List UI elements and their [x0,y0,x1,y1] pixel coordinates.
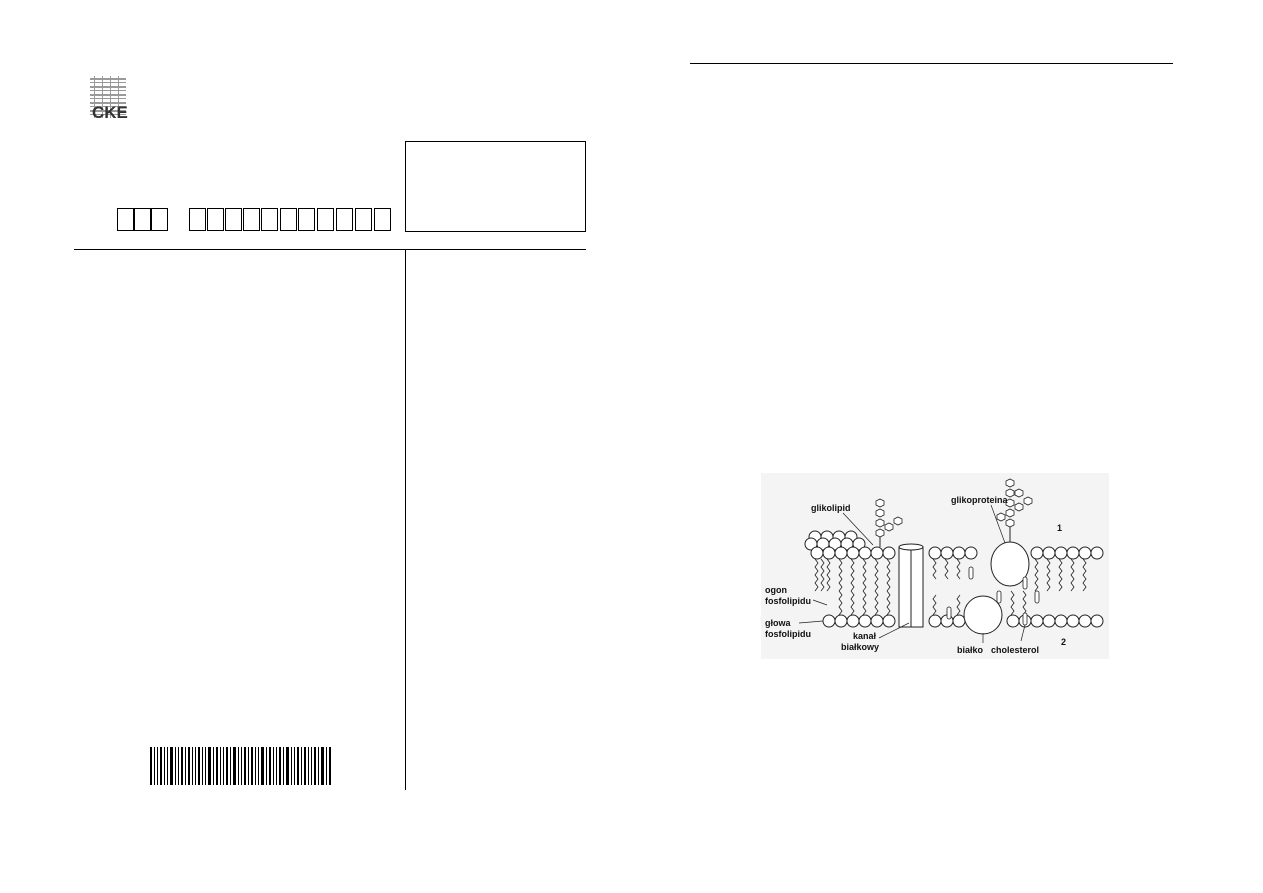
label-kanal: kanał [853,631,877,641]
pesel-box-cell [225,208,242,231]
pesel-box-cell [243,208,260,231]
label-cholesterol: cholesterol [991,645,1039,655]
cell-membrane-diagram: glikolipid glikoproteina 1 ogon fosfolip… [761,473,1109,659]
right-page-top-rule [690,63,1173,64]
column-divider [405,249,406,790]
label-ogon: ogon [765,585,787,595]
pesel-box-cell [207,208,224,231]
pesel-box-cell [298,208,315,231]
code-box-cell [134,208,151,231]
pesel-box-cell [280,208,297,231]
label-bialkowy: białkowy [841,642,879,652]
cke-logo: CKE [84,76,134,122]
code-box-cell [151,208,168,231]
barcode [150,747,332,785]
sticker-box [405,141,586,232]
label-side-1: 1 [1057,523,1062,533]
pesel-box-cell [189,208,206,231]
pesel-box-cell [374,208,391,231]
logo-text: CKE [92,103,128,122]
pesel-box-cell [261,208,278,231]
header-divider [74,249,586,250]
pesel-box-cell [355,208,372,231]
code-box-cell [117,208,134,231]
label-side-2: 2 [1061,637,1066,647]
pesel-box-cell [317,208,334,231]
label-bialko: białko [957,645,984,655]
label-glikolipid: glikolipid [811,503,851,513]
label-glikoproteina: glikoproteina [951,495,1008,505]
label-glowa: głowa [765,618,791,628]
label-fosfolipidu-tail: fosfolipidu [765,596,811,606]
label-fosfolipidu-head: fosfolipidu [765,629,811,639]
pesel-box-cell [336,208,353,231]
